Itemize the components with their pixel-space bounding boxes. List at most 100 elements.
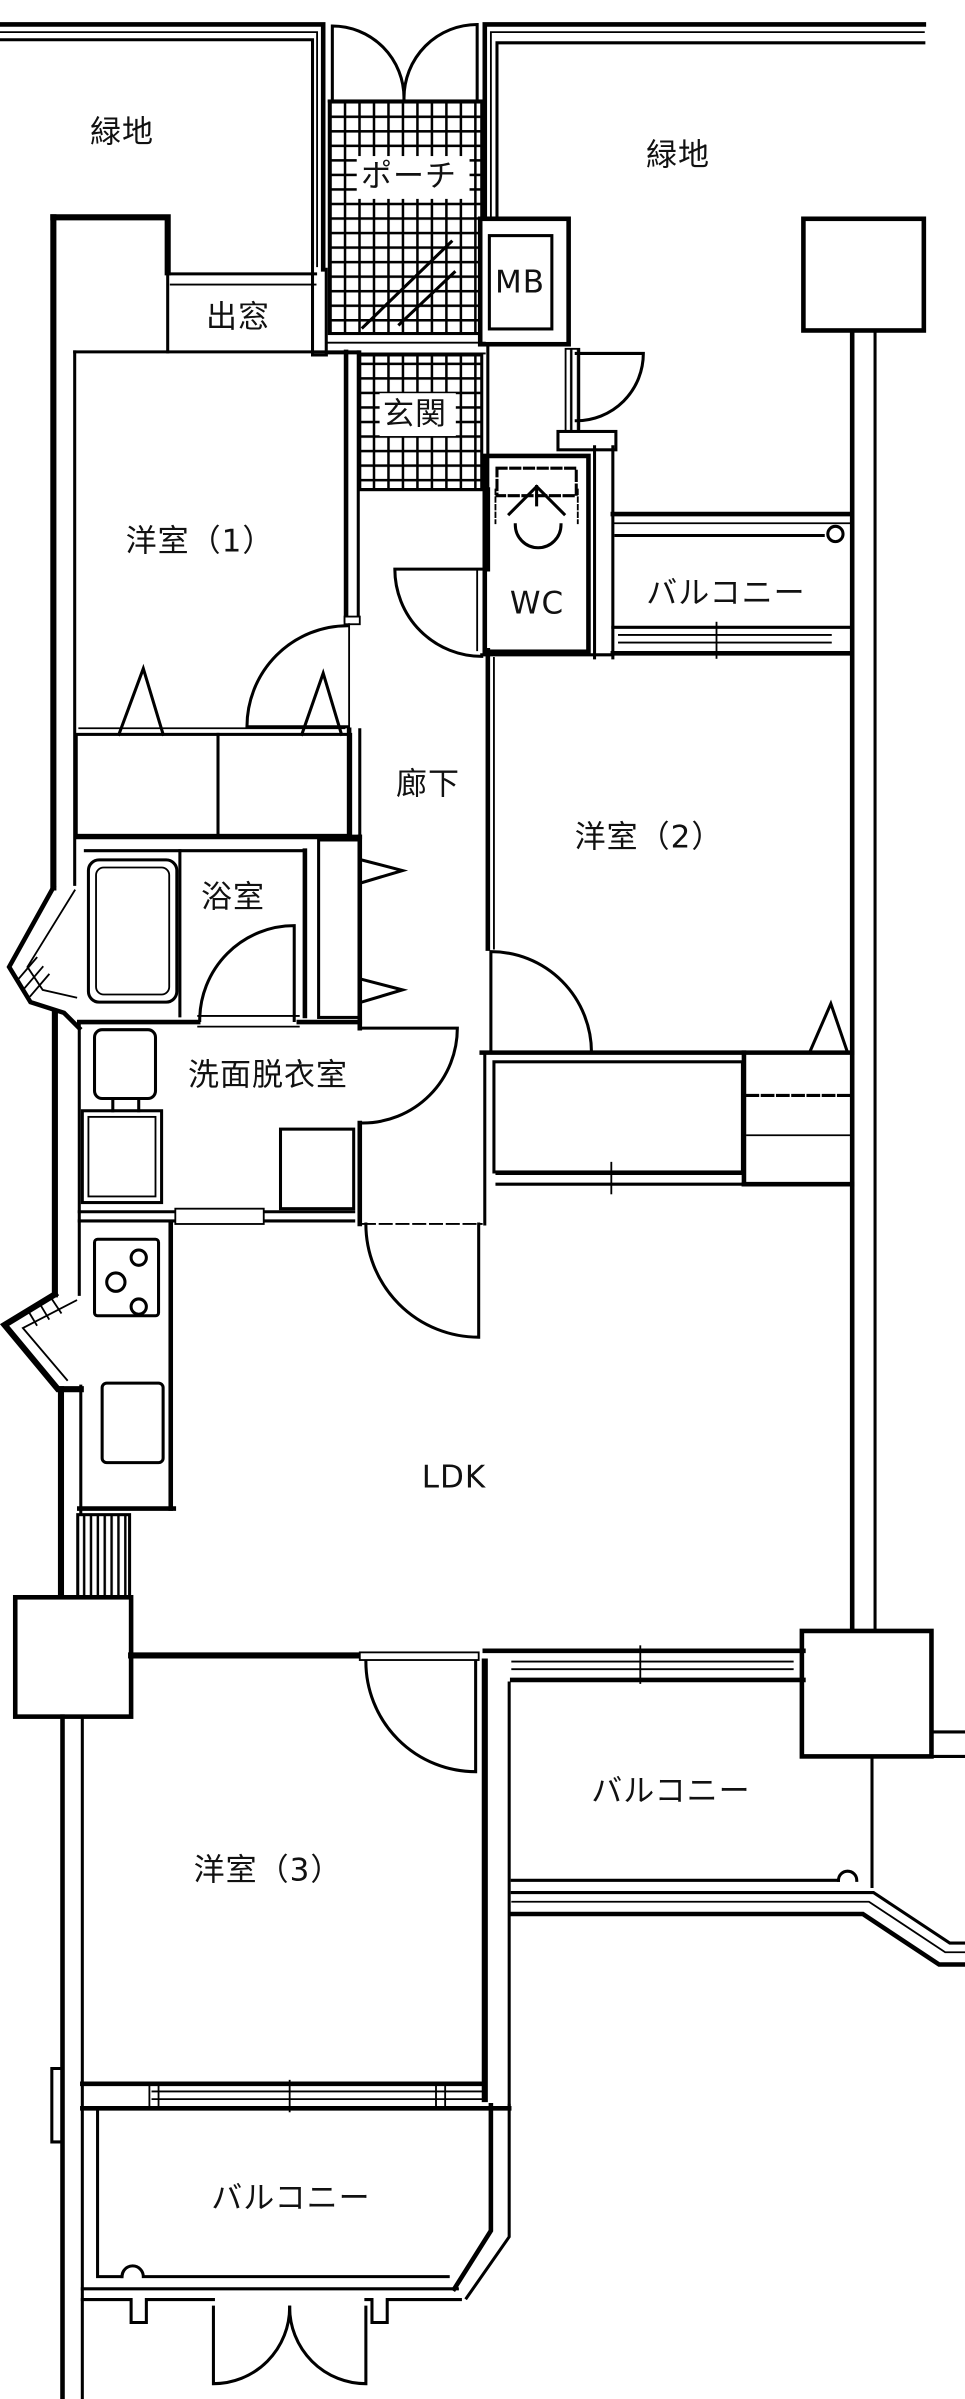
boundary-line-left-mid xyxy=(0,31,319,268)
window-jamb xyxy=(148,2082,160,2110)
hallway-walls xyxy=(357,487,495,1339)
wall-step xyxy=(50,2066,65,2144)
porch-tile-floor xyxy=(327,99,484,336)
railing-outer xyxy=(509,1911,965,1967)
wc-walls xyxy=(482,453,591,655)
railing-outer xyxy=(80,2298,215,2325)
burner-icon xyxy=(129,1248,148,1267)
railing-outer xyxy=(364,2298,462,2325)
bath-bay-window-glass xyxy=(17,956,51,998)
door-swing-washroom xyxy=(361,1026,459,1125)
door-jamb xyxy=(343,615,361,626)
boundary-line-left-inner xyxy=(0,38,315,265)
structural-column-bottom-right xyxy=(799,1628,934,1759)
door-swing-western-room-2 xyxy=(489,950,594,1055)
porch-step-lines xyxy=(360,239,457,330)
folding-door-symbol xyxy=(359,857,409,885)
sliding-window-sash xyxy=(511,1660,794,1671)
boundary-line-left xyxy=(0,22,326,272)
porch-label-background xyxy=(356,156,470,199)
door-swing-western-room-3 xyxy=(364,1660,478,1774)
right-exterior xyxy=(799,216,965,1759)
structural-column-top-right xyxy=(801,216,927,333)
railing xyxy=(510,1891,965,1945)
ldk-bottom-wall xyxy=(128,1645,806,1684)
railing-inner xyxy=(511,1900,965,1954)
balcony-lower-structure xyxy=(80,2102,511,2386)
door-swing-bathroom xyxy=(198,924,296,1023)
exterior-wall-top-left xyxy=(50,214,171,276)
structural-column-left xyxy=(12,1594,134,1719)
burner-icon xyxy=(105,1271,127,1293)
pipe-space-box xyxy=(556,429,618,452)
porch-area xyxy=(327,22,484,336)
boundary-line-right xyxy=(482,22,927,220)
door-swing-ldk xyxy=(364,1222,481,1339)
entrance-label-background xyxy=(379,393,456,437)
closet xyxy=(74,732,353,837)
entrance-area xyxy=(325,341,645,492)
folding-door-symbol xyxy=(359,977,409,1005)
porch-gate-left-swing xyxy=(330,24,406,100)
vanity-sink xyxy=(92,1028,158,1101)
meter-box-outer xyxy=(477,216,571,347)
entrance-door-threshold xyxy=(325,341,486,355)
washing-machine-space xyxy=(80,1109,164,1205)
wc-room xyxy=(482,445,615,660)
balcony-wall-left xyxy=(96,2109,124,2279)
bay-window-area xyxy=(50,214,328,357)
toilet-seat-symbol xyxy=(507,484,567,517)
balcony-wall-right-outer xyxy=(464,2103,511,2301)
drain-icon xyxy=(826,524,845,544)
balcony-upper-structure xyxy=(610,511,853,659)
boundary-line-right-mid xyxy=(489,31,925,219)
kitchen-bay-window-glass xyxy=(26,1297,63,1327)
toilet-handrail xyxy=(494,488,579,525)
site-boundary xyxy=(0,22,927,272)
window-jamb xyxy=(435,2082,447,2110)
western-room-3-walls xyxy=(80,1658,512,2113)
door-swing-wc xyxy=(393,567,484,658)
western-room-2-walls xyxy=(479,653,855,1195)
kitchen-bay-window xyxy=(0,1290,84,1393)
kitchen-sink xyxy=(100,1381,165,1465)
burner-icon xyxy=(129,1297,148,1316)
kitchen-counter xyxy=(76,1221,177,1511)
bath-bay-window-inner xyxy=(26,889,78,999)
bath-bay-window xyxy=(6,884,83,1032)
wc-balcony-wall xyxy=(593,445,615,660)
balcony-middle-structure xyxy=(509,1754,965,1967)
sliding-window-sash xyxy=(618,634,832,644)
washing-machine-space-inner xyxy=(87,1115,157,1198)
door-threshold xyxy=(197,1014,300,1028)
meter-box-inner xyxy=(487,234,554,331)
bathroom-walls xyxy=(73,834,363,1028)
window-sash xyxy=(151,2090,486,2101)
vanity-connector xyxy=(111,1096,141,1113)
left-exterior-wall xyxy=(0,214,134,2399)
column-edge-lines xyxy=(929,1730,965,1758)
gate-right-swing xyxy=(288,2305,368,2386)
bathtub-inner xyxy=(95,866,171,996)
meter-box xyxy=(477,216,571,347)
linen-cabinet xyxy=(278,1127,356,1211)
pipe-space-wall xyxy=(564,347,581,445)
closet-left xyxy=(492,1060,744,1174)
washroom-fixtures xyxy=(77,1028,356,1225)
boundary-line-right-inner xyxy=(495,41,926,219)
door-threshold xyxy=(358,1651,480,1661)
closet-sliding-door xyxy=(495,1171,743,1186)
folding-door-symbol xyxy=(116,663,166,737)
balcony-wall-right xyxy=(451,2102,494,2293)
drain-icon xyxy=(836,1869,859,1882)
storage-cabinet xyxy=(317,838,362,1019)
gate-left-swing xyxy=(211,2305,292,2386)
door-swing-pipe-space xyxy=(574,351,645,423)
drain-icon xyxy=(120,2264,450,2279)
hatched-shaft xyxy=(76,1513,132,1599)
porch-side-wall xyxy=(310,261,328,357)
bathtub xyxy=(86,858,179,1004)
toilet-bowl xyxy=(513,523,563,550)
